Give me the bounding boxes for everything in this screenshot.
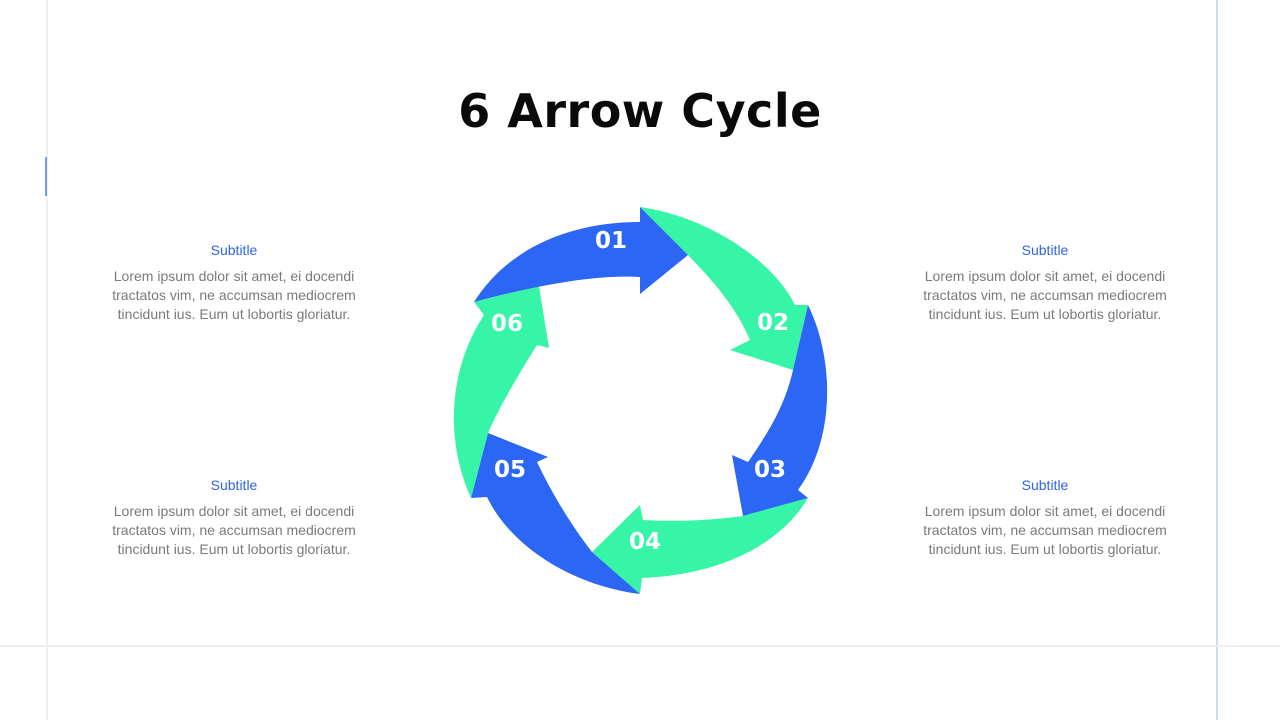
subtitle: Subtitle — [210, 477, 258, 493]
arrow-03 — [732, 305, 828, 516]
body-text: Lorem ipsum dolor sit amet, ei docendi t… — [112, 503, 356, 557]
text-block-top-left: Subtitle Lorem ipsum dolor sit amet, ei … — [99, 241, 369, 324]
text-block-top-right: Subtitle Lorem ipsum dolor sit amet, ei … — [910, 241, 1180, 324]
step-label-04: 04 — [628, 529, 661, 555]
arrow-05 — [471, 433, 640, 594]
subtitle: Subtitle — [210, 242, 258, 258]
guide-line-bottom — [0, 645, 1280, 647]
text-block-bottom-right: Subtitle Lorem ipsum dolor sit amet, ei … — [910, 476, 1180, 559]
body-text: Lorem ipsum dolor sit amet, ei docendi t… — [923, 503, 1167, 557]
guide-line-left-accent — [45, 157, 47, 196]
arrow-04 — [592, 498, 808, 594]
step-label-01: 01 — [594, 228, 627, 254]
step-label-03: 03 — [753, 457, 786, 483]
guide-line-left — [46, 0, 48, 720]
step-label-05: 05 — [493, 457, 526, 483]
body-text: Lorem ipsum dolor sit amet, ei docendi t… — [923, 268, 1167, 322]
arrow-02 — [640, 207, 808, 370]
arrow-06 — [453, 286, 549, 498]
text-block-bottom-left: Subtitle Lorem ipsum dolor sit amet, ei … — [99, 476, 369, 559]
arrow-01 — [474, 207, 688, 302]
step-label-02: 02 — [756, 310, 789, 336]
guide-line-right — [1216, 0, 1218, 720]
step-label-06: 06 — [490, 311, 523, 337]
slide-title: 6 Arrow Cycle — [458, 84, 822, 138]
subtitle: Subtitle — [1021, 242, 1069, 258]
body-text: Lorem ipsum dolor sit amet, ei docendi t… — [112, 268, 356, 322]
subtitle: Subtitle — [1021, 477, 1069, 493]
